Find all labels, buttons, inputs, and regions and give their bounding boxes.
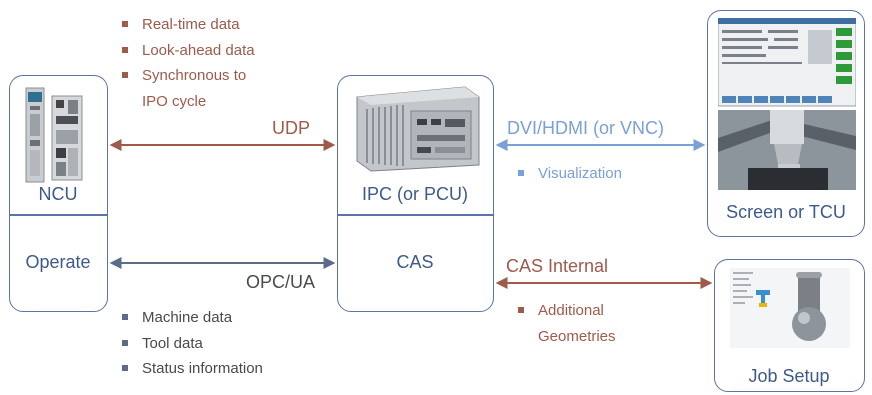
job-setup-label: Job Setup	[748, 366, 830, 386]
ncu-hardware-image	[25, 87, 83, 183]
bullet-item: Machine data	[118, 305, 263, 331]
ncu-label: NCU	[38, 184, 78, 204]
dvi-bullet-list: Visualization	[514, 161, 622, 187]
operate-label: Operate	[25, 252, 91, 272]
cas-internal-bullet-list: Additional Geometries	[514, 298, 616, 349]
bullet-item: Status information	[118, 356, 263, 382]
opcua-label: OPC/UA	[246, 272, 316, 292]
bullet-item: Visualization	[514, 161, 622, 187]
dvi-label: DVI/HDMI (or VNC)	[507, 118, 664, 138]
ncu-divider	[9, 214, 108, 216]
cas-label: CAS	[396, 252, 434, 272]
udp-label: UDP	[272, 118, 311, 138]
cas-internal-label: CAS Internal	[506, 256, 609, 276]
bullet-item: Tool data	[118, 331, 263, 357]
opcua-bullet-list: Machine data Tool data Status informatio…	[118, 305, 263, 382]
bullet-item-continuation: Geometries	[538, 327, 616, 345]
bullet-item-continuation: IPO cycle	[142, 92, 207, 110]
bullet-item: Look-ahead data	[118, 38, 255, 64]
bullet-item: Synchronous to	[118, 63, 255, 89]
ipc-divider	[337, 214, 494, 216]
job-setup-image	[730, 268, 850, 348]
ipc-hardware-image	[356, 86, 480, 172]
udp-bullet-list: Real-time data Look-ahead data Synchrono…	[118, 12, 255, 114]
ipc-label: IPC (or PCU)	[361, 184, 469, 204]
bullet-item: Real-time data	[118, 12, 255, 38]
screen-image	[718, 18, 856, 190]
screen-label: Screen or TCU	[726, 202, 846, 222]
bullet-item: Additional	[514, 298, 616, 324]
